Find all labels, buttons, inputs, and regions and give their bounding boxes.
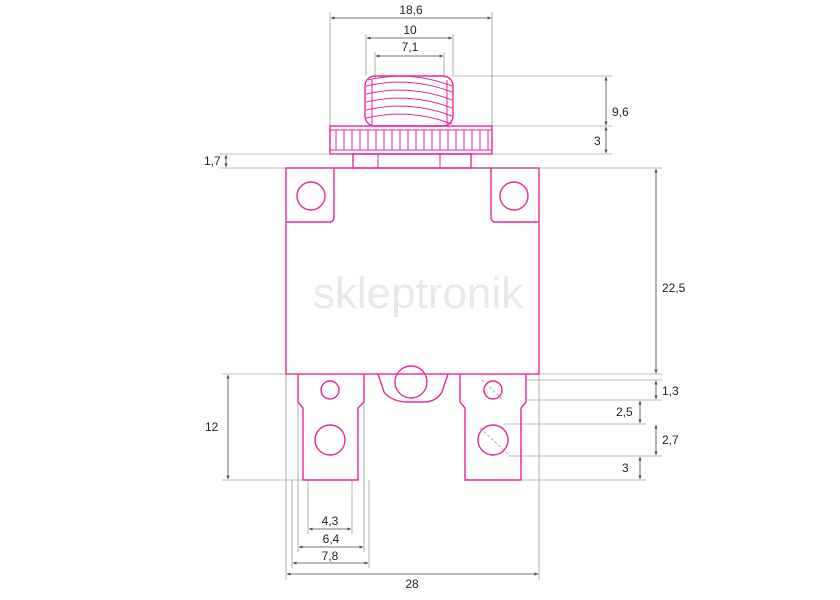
- dimension-terminal-length: 12: [205, 373, 303, 481]
- left-terminal: [297, 374, 365, 481]
- dimension-total-width: 28: [285, 374, 540, 591]
- right-terminal: [459, 374, 527, 481]
- dim-label-9-6: 9,6: [612, 105, 629, 119]
- dimension-hole-offset: 1,3: [526, 379, 679, 401]
- dimension-thread-width: 10: [365, 23, 454, 76]
- dim-label-22-5: 22,5: [662, 281, 686, 295]
- dimension-nut-height: 3: [492, 126, 612, 155]
- dimension-thread-outer: 18,6: [329, 3, 493, 126]
- dimension-hole-diameter: 2,7: [508, 424, 679, 457]
- dimension-terminal-tip: 3: [521, 456, 646, 481]
- dim-label-4-3: 4,3: [322, 514, 339, 528]
- dimension-thread-height: 9,6: [453, 75, 629, 127]
- mounting-boss: [377, 365, 449, 403]
- dimension-body-height: 22,5: [471, 167, 686, 375]
- threaded-stem: [364, 75, 454, 127]
- dim-label-1-7: 1,7: [204, 154, 221, 168]
- dim-label-1-3: 1,3: [662, 384, 679, 398]
- dim-label-10: 10: [403, 23, 417, 37]
- dimension-terminal-width: 6,4: [297, 402, 365, 552]
- dimension-collar-height: 1,7: [204, 153, 353, 169]
- dim-label-6-4: 6,4: [323, 532, 340, 546]
- dim-label-28: 28: [405, 577, 419, 591]
- dimension-terminal-inner: 4,3: [307, 480, 353, 534]
- dimension-terminal-outer: 7,8: [291, 480, 370, 568]
- dim-label-12: 12: [205, 420, 219, 434]
- dimension-thread-inner: 7,1: [374, 40, 445, 78]
- dim-label-7-1: 7,1: [402, 40, 419, 54]
- dim-label-2-7: 2,7: [662, 433, 679, 447]
- dim-label-7-8: 7,8: [322, 549, 339, 563]
- collar: [352, 153, 472, 169]
- breaker-body: [285, 167, 540, 375]
- dim-label-18-6: 18,6: [399, 3, 423, 17]
- watermark-text: skleptronik: [313, 269, 524, 318]
- dim-label-2-5: 2,5: [616, 405, 633, 419]
- dimension-hole-spacing: 2,5: [503, 400, 646, 425]
- dim-label-3-top: 3: [594, 134, 601, 148]
- knurled-nut: [329, 125, 493, 155]
- dim-label-3-bottom: 3: [622, 461, 629, 475]
